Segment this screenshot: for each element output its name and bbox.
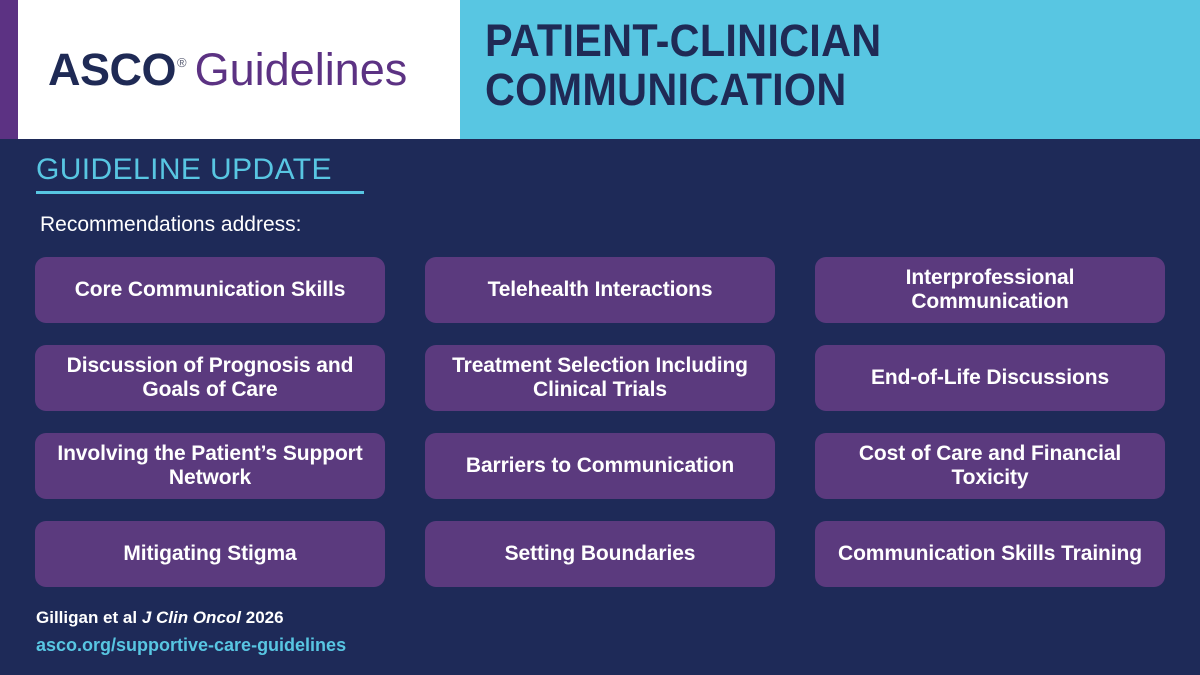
topic-chip-label: End-of-Life Discussions — [870, 366, 1110, 390]
asco-guidelines-logo: ASCO® Guidelines — [48, 47, 407, 92]
slide-title-plate: PATIENT-CLINICIAN COMMUNICATION — [460, 0, 1200, 139]
topic-chip-label: Involving the Patient’s Support Network — [57, 442, 363, 489]
topic-chip[interactable]: Treatment Selection Including Clinical T… — [425, 345, 775, 411]
topic-chip[interactable]: Core Communication Skills — [35, 257, 385, 323]
topic-chip[interactable]: Mitigating Stigma — [35, 521, 385, 587]
topic-chip[interactable]: Setting Boundaries — [425, 521, 775, 587]
section-heading-underline — [36, 191, 364, 194]
citation-authors: Gilligan et al — [36, 608, 138, 627]
topic-chip[interactable]: Communication Skills Training — [815, 521, 1165, 587]
topic-chip-label: Telehealth Interactions — [487, 278, 713, 302]
topic-chip-label: Barriers to Communication — [465, 454, 735, 478]
topic-chip[interactable]: Telehealth Interactions — [425, 257, 775, 323]
topic-chip[interactable]: End-of-Life Discussions — [815, 345, 1165, 411]
topic-chip[interactable]: Barriers to Communication — [425, 433, 775, 499]
registered-trademark-icon: ® — [177, 55, 187, 70]
citation-journal: J Clin Oncol — [141, 608, 242, 627]
slide-body: GUIDELINE UPDATE Recommendations address… — [0, 139, 1200, 675]
topic-chip[interactable]: Interprofessional Communication — [815, 257, 1165, 323]
topic-chip[interactable]: Involving the Patient’s Support Network — [35, 433, 385, 499]
header-band: ASCO® Guidelines PATIENT-CLINICIAN COMMU… — [0, 0, 1200, 139]
recommendations-subheading: Recommendations address: — [40, 213, 302, 236]
guidelines-url-link[interactable]: asco.org/supportive-care-guidelines — [36, 635, 347, 656]
section-heading-label: GUIDELINE UPDATE — [36, 153, 332, 186]
slide-title-line-2: COMMUNICATION — [485, 63, 847, 115]
topic-chip-label: Communication Skills Training — [838, 542, 1142, 566]
slide-title-line-1: PATIENT-CLINICIAN — [485, 15, 882, 66]
purple-accent-bar — [0, 0, 18, 139]
topic-chip[interactable]: Discussion of Prognosis and Goals of Car… — [35, 345, 385, 411]
topic-grid: Core Communication Skills Telehealth Int… — [35, 257, 1165, 587]
asco-logo-plate: ASCO® Guidelines — [0, 0, 460, 139]
topic-chip-label: Interprofessional Communication — [905, 266, 1075, 313]
topic-chip[interactable]: Cost of Care and Financial Toxicity — [815, 433, 1165, 499]
topic-chip-label: Discussion of Prognosis and Goals of Car… — [66, 354, 354, 401]
guidelines-wordmark: Guidelines — [194, 44, 408, 95]
topic-chip-label: Cost of Care and Financial Toxicity — [858, 442, 1122, 489]
topic-chip-label: Treatment Selection Including Clinical T… — [452, 354, 748, 401]
topic-chip-label: Core Communication Skills — [74, 278, 346, 302]
citation: Gilligan et al J Clin Oncol 2026 — [36, 607, 346, 628]
topic-chip-label: Mitigating Stigma — [123, 542, 297, 566]
asco-wordmark: ASCO — [48, 44, 177, 95]
slide-footer: Gilligan et al J Clin Oncol 2026 asco.or… — [36, 607, 346, 657]
topic-chip-label: Setting Boundaries — [504, 542, 696, 566]
citation-year: 2026 — [245, 608, 284, 627]
section-heading: GUIDELINE UPDATE — [36, 153, 364, 194]
